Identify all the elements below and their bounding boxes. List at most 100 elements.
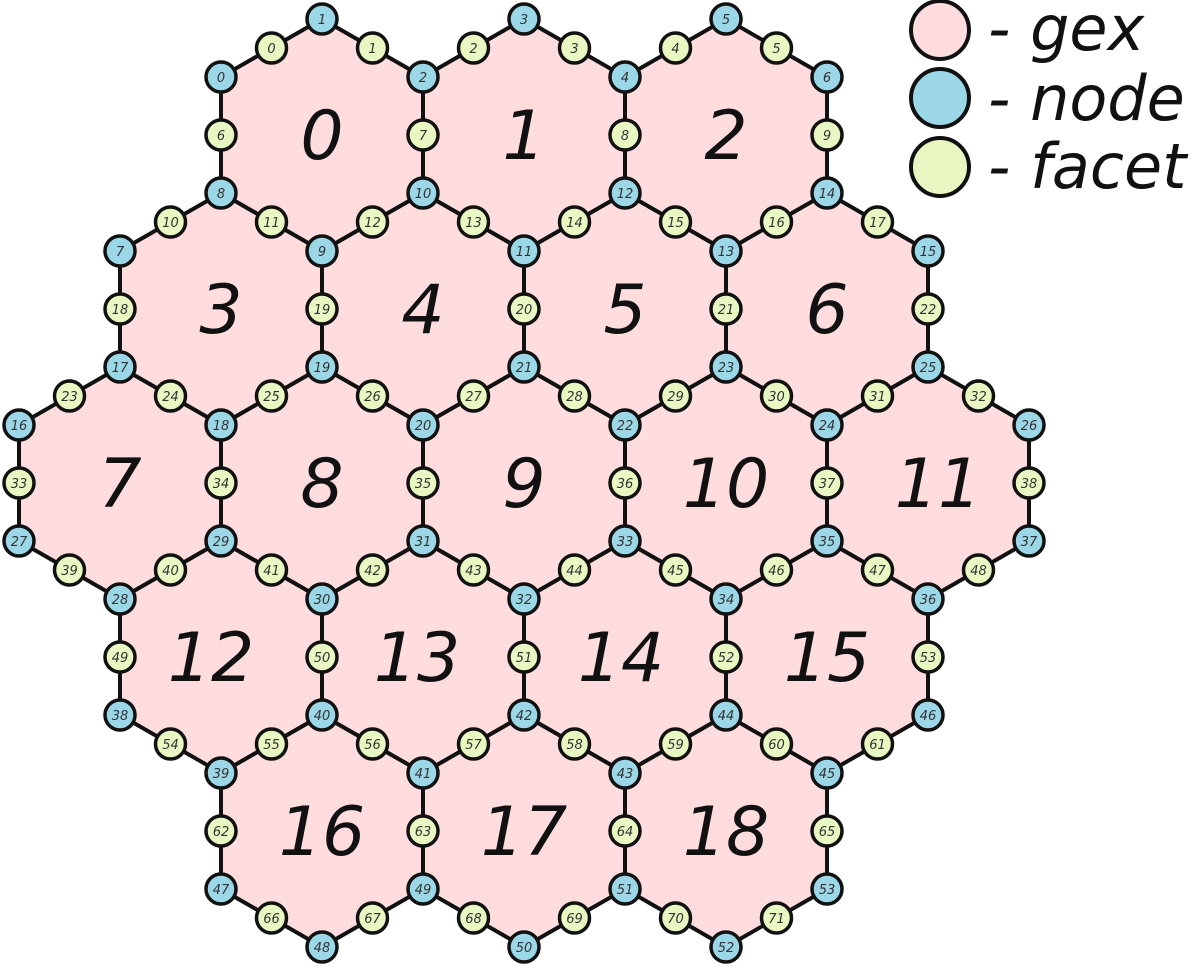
node-circle [406,756,440,790]
facet-circle [961,553,996,587]
facet-62: 62 [204,814,238,848]
node-circle [406,60,440,94]
facet-46: 46 [759,553,794,587]
facet-68: 68 [456,901,491,935]
node-30: 30 [305,582,339,616]
node-21: 21 [507,350,541,384]
node-label: 2 [419,71,427,86]
facet-42: 42 [355,553,390,587]
node-0: 0 [204,60,238,94]
facet-label: 6 [217,129,225,144]
facet-circle [153,727,188,761]
node-17: 17 [103,350,137,384]
facet-circle [406,814,440,848]
node-3: 3 [507,2,541,36]
facet-9: 9 [810,118,844,152]
facet-label: 53 [920,651,937,666]
gex-label: 0 [300,97,343,176]
facet-20: 20 [507,292,541,326]
legend-item-gex: - gex [909,0,1146,65]
node-circle [204,60,238,94]
node-circle [810,60,844,94]
node-label: 29 [213,535,230,550]
facet-0: 0 [254,31,289,65]
node-24: 24 [810,408,844,442]
node-circle [2,524,36,558]
facet-14: 14 [557,205,592,239]
node-8: 8 [204,176,238,210]
gex-label: 5 [603,271,646,350]
facet-69: 69 [557,901,592,935]
facet-circle [557,901,592,935]
node-circle [406,176,440,210]
facet-label: 52 [718,651,735,666]
facet-label: 16 [768,216,785,231]
node-50: 50 [507,930,541,964]
node-label: 27 [11,535,28,550]
facet-41: 41 [254,553,289,587]
facet-circle [759,205,794,239]
facet-52: 52 [709,640,743,674]
facet-24: 24 [153,379,188,413]
node-29: 29 [204,524,238,558]
node-13: 13 [709,234,743,268]
facet-label: 15 [667,216,684,231]
facet-circle [709,292,743,326]
facet-label: 23 [61,390,78,405]
facet-label: 43 [465,564,482,579]
node-label: 16 [11,419,28,434]
facet-circle [911,640,945,674]
node-27: 27 [2,524,36,558]
node-51: 51 [608,872,642,906]
facet-label: 27 [465,390,482,405]
facet-51: 51 [507,640,541,674]
node-circle [709,930,743,964]
node-label: 53 [819,883,836,898]
node-label: 14 [819,187,836,202]
node-23: 23 [709,350,743,384]
node-label: 52 [718,941,735,956]
facet-label: 3 [570,42,578,57]
node-label: 5 [722,13,730,28]
facet-label: 54 [162,738,179,753]
facet-label: 10 [162,216,179,231]
node-label: 49 [415,883,432,898]
node-circle [305,350,339,384]
node-44: 44 [709,698,743,732]
node-circle [810,872,844,906]
facet-circle [355,205,390,239]
facet-label: 9 [823,129,831,144]
gex-layer [17,17,1031,949]
node-label: 36 [920,593,937,608]
facet-circle [911,292,945,326]
facet-label: 24 [162,390,179,405]
node-circle [305,698,339,732]
node-36: 36 [911,582,945,616]
node-circle [709,350,743,384]
node-52: 52 [709,930,743,964]
facet-label: 50 [314,651,331,666]
facet-label: 5 [772,42,780,57]
node-45: 45 [810,756,844,790]
facet-1: 1 [355,31,390,65]
node-circle [1012,524,1046,558]
facet-circle [103,292,137,326]
node-circle [103,234,137,268]
facet-19: 19 [305,292,339,326]
facet-circle [557,379,592,413]
node-label: 6 [823,71,831,86]
facet-circle [406,118,440,152]
facet-label: 47 [869,564,886,579]
node-label: 30 [314,593,331,608]
facet-circle [810,118,844,152]
node-label: 37 [1021,535,1038,550]
node-circle [608,872,642,906]
facet-circle [355,901,390,935]
node-circle [507,930,541,964]
facet-label: 36 [617,477,634,492]
facet-label: 71 [768,912,785,927]
legend-node-label: - node [988,62,1185,135]
node-label: 19 [314,361,331,376]
facet-26: 26 [355,379,390,413]
facet-label: 19 [314,303,331,318]
